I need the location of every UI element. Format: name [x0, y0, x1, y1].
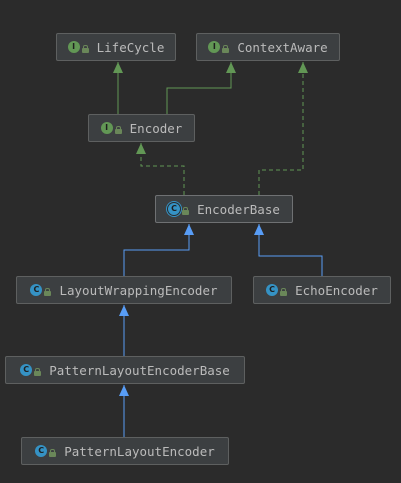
edge-encoderbase-to-encoder	[136, 143, 185, 195]
interface-icon: I	[208, 41, 221, 53]
node-label: PatternLayoutEncoder	[64, 443, 215, 459]
node-patternlayoutencoder[interactable]: C PatternLayoutEncoder	[21, 437, 229, 465]
arrowhead-icon	[119, 305, 129, 316]
lock-icon	[182, 206, 190, 215]
encoderbase-badge: C	[168, 203, 190, 215]
edge-layoutwrappingencoder-to-encoderbase	[123, 224, 194, 276]
interface-icon: I	[100, 122, 113, 134]
patternlayoutencoderbase-badge: C	[20, 364, 42, 376]
lock-icon	[34, 367, 42, 376]
node-label: LayoutWrappingEncoder	[59, 282, 218, 298]
lock-icon	[280, 287, 288, 296]
edge-encoder-to-lifecycle	[113, 62, 123, 114]
lock-icon	[222, 44, 230, 53]
node-contextaware[interactable]: I ContextAware	[196, 33, 340, 61]
node-patternlayoutencoderbase[interactable]: C PatternLayoutEncoderBase	[5, 356, 245, 384]
abstract-class-icon: C	[168, 203, 181, 215]
arrowhead-icon	[136, 143, 146, 154]
lock-icon	[114, 125, 122, 134]
encoder-badge: I	[100, 122, 122, 134]
edge-echoencoder-to-encoderbase	[254, 224, 323, 276]
interface-icon: I	[67, 41, 80, 53]
edge-encoderbase-to-contextaware	[258, 62, 308, 195]
class-icon: C	[266, 284, 279, 296]
lock-icon	[44, 287, 52, 296]
class-icon: C	[35, 445, 48, 457]
edge-patternlayoutencoderbase-to-layoutwrappingencoder	[119, 305, 129, 356]
layoutwrappingencoder-badge: C	[30, 284, 52, 296]
lock-icon	[81, 44, 89, 53]
arrowhead-icon	[119, 385, 129, 396]
node-label: PatternLayoutEncoderBase	[49, 362, 230, 378]
edge-line	[258, 224, 323, 276]
arrowhead-icon	[298, 62, 308, 73]
class-icon: C	[30, 284, 43, 296]
contextaware-badge: I	[208, 41, 230, 53]
edge-line	[166, 62, 232, 114]
node-layoutwrappingencoder[interactable]: C LayoutWrappingEncoder	[16, 276, 232, 304]
edge-patternlayoutencoder-to-patternlayoutencoderbase	[119, 385, 129, 437]
arrowhead-icon	[184, 224, 194, 235]
node-encoder[interactable]: I Encoder	[88, 114, 195, 142]
node-label: Encoder	[129, 120, 183, 136]
node-echoencoder[interactable]: C EchoEncoder	[253, 276, 391, 304]
patternlayoutencoder-badge: C	[35, 445, 57, 457]
edge-line	[140, 143, 185, 195]
edge-line	[258, 62, 304, 195]
edge-encoder-to-contextaware	[166, 62, 236, 114]
arrowhead-icon	[226, 62, 236, 73]
arrowhead-icon	[113, 62, 123, 73]
node-label: EchoEncoder	[295, 282, 378, 298]
echoencoder-badge: C	[266, 284, 288, 296]
edge-line	[123, 224, 190, 276]
class-icon: C	[20, 364, 33, 376]
node-lifecycle[interactable]: I LifeCycle	[56, 33, 176, 61]
node-label: EncoderBase	[197, 201, 280, 217]
lifecycle-badge: I	[67, 41, 89, 53]
node-encoderbase[interactable]: C EncoderBase	[155, 195, 293, 223]
lock-icon	[49, 448, 57, 457]
node-label: ContextAware	[237, 39, 328, 55]
arrowhead-icon	[254, 224, 264, 235]
node-label: LifeCycle	[96, 39, 165, 55]
